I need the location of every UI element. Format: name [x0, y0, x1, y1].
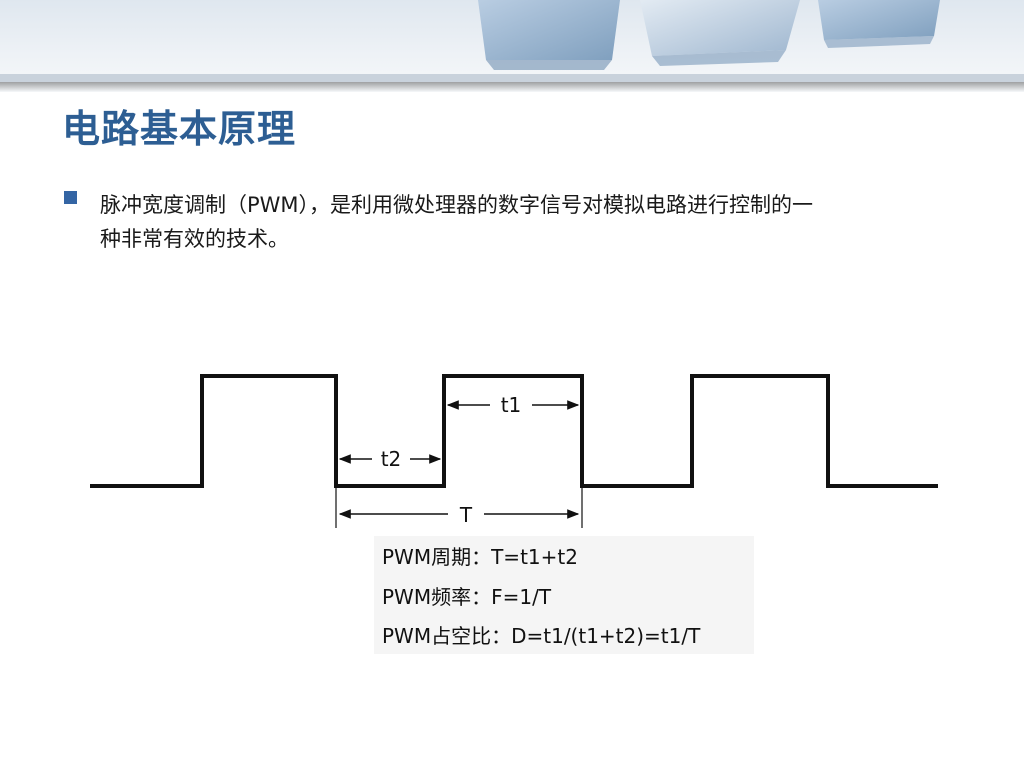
cube-left: [478, 0, 620, 70]
t1-label: t1: [501, 393, 522, 417]
formula-duty-cycle: PWM占空比：D=t1/(t1+t2)=t1/T: [382, 624, 701, 648]
pwm-waveform-diagram: t1 t2 T: [90, 374, 938, 528]
bullet-text-line-1: 脉冲宽度调制（PWM），是利用微处理器的数字信号对模拟电路进行控制的一: [100, 193, 814, 217]
header-decoration: [0, 0, 1024, 92]
formula-panel: [374, 536, 754, 654]
page-title: 电路基本原理: [62, 107, 297, 151]
T-label: T: [459, 503, 473, 527]
pwm-waveform: [90, 374, 938, 488]
t2-label: t2: [381, 447, 402, 471]
formula-frequency: PWM频率：F=1/T: [382, 585, 552, 609]
header-banner: [0, 0, 1024, 92]
bullet-square-icon: [64, 191, 77, 204]
t2-dimension: t2: [338, 447, 442, 471]
cube-middle: [640, 0, 800, 66]
t1-dimension: t1: [446, 393, 580, 417]
cube-right: [818, 0, 940, 48]
formula-period: PWM周期：T=t1+t2: [382, 545, 578, 569]
T-dimension: T: [338, 503, 580, 527]
bullet-text: 脉冲宽度调制（PWM），是利用微处理器的数字信号对模拟电路进行控制的一 种非常有…: [100, 182, 1000, 262]
bullet-text-line-2: 种非常有效的技术。: [100, 227, 289, 251]
